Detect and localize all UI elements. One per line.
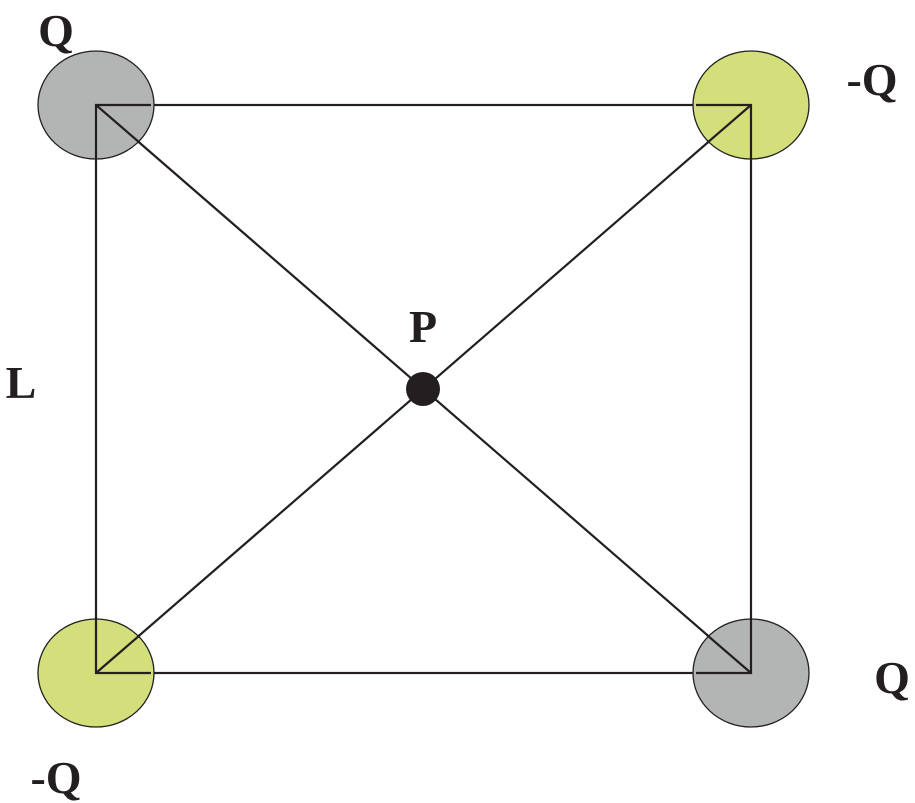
diagonal-segment-bottom-right bbox=[706, 634, 752, 674]
label-charge-top-left: Q bbox=[38, 5, 74, 56]
center-point bbox=[406, 372, 440, 406]
label-charge-bottom-right: Q bbox=[874, 652, 910, 703]
label-center-point: P bbox=[409, 301, 437, 352]
diagonal-segment-top-right bbox=[706, 104, 752, 144]
diagonal-segment-bottom-left bbox=[95, 634, 141, 674]
label-charge-bottom-left: -Q bbox=[30, 752, 81, 803]
label-charge-top-right: -Q bbox=[846, 54, 897, 105]
label-side-length: L bbox=[6, 357, 37, 408]
square-outline bbox=[94, 103, 753, 675]
diagonal-segment-top-left bbox=[95, 104, 141, 144]
